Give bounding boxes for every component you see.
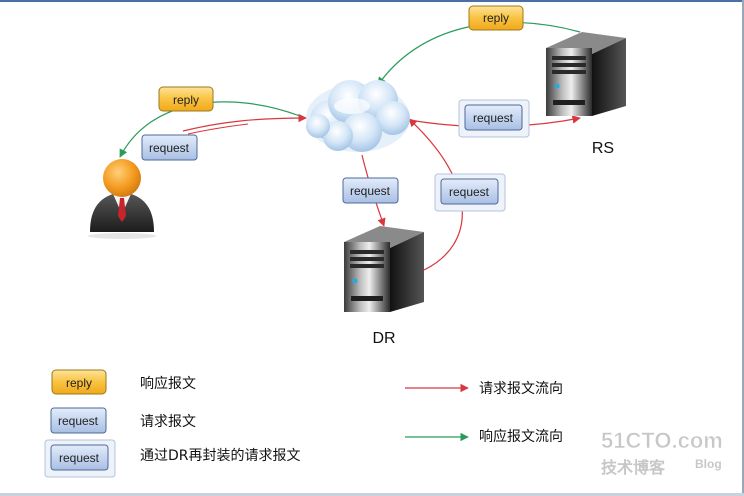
legend-request-flow-label: 请求报文流向 (479, 381, 563, 397)
rs-server-icon (546, 32, 626, 116)
reply-tag-label: reply (173, 93, 199, 107)
watermark-blog: Blog (695, 457, 722, 471)
legend-request-desc: 请求报文 (140, 414, 196, 430)
request-tag-label: request (149, 141, 190, 155)
legend-reply-swatch: reply (51, 369, 107, 395)
request-tag-left: request (141, 134, 198, 161)
legend-wrapped-tag-label: request (59, 451, 100, 465)
watermark-brand: 51CTO.com (601, 428, 723, 453)
wrapped-request-tag-from-dr: request (434, 173, 506, 212)
reply-tag-top-right: reply (468, 5, 524, 31)
reply-tag-left: reply (158, 86, 214, 112)
legend-reply-tag-label: reply (66, 376, 92, 390)
legend-reply-flow-label: 响应报文流向 (479, 428, 563, 445)
frame-top-border (0, 0, 744, 2)
frame-right-border (742, 0, 744, 496)
client-user-icon (88, 159, 156, 239)
request-tag-label: request (473, 111, 514, 125)
dr-label: DR (372, 330, 395, 347)
rs-label: RS (592, 140, 614, 157)
wrapped-request-tag-to-rs: request (458, 99, 530, 138)
legend-wrapped-swatch: request (44, 439, 116, 478)
legend-request-tag-label: request (58, 414, 99, 428)
request-arrow-user-to-cloud (182, 113, 307, 135)
network-cloud-icon (306, 80, 410, 152)
legend-reply-desc: 响应报文 (140, 375, 196, 392)
reply-arrow-rs-to-cloud (377, 21, 581, 86)
reply-tag-label: reply (483, 11, 509, 25)
watermark-sub: 技术博客 (601, 458, 666, 477)
legend: reply 响应报文 request 请求报文 request 通过DR再封装的… (44, 369, 563, 478)
watermark-51cto: 51CTO.com 技术博客 Blog (601, 428, 723, 477)
request-tag-label: request (449, 185, 490, 199)
legend-wrapped-desc: 通过DR再封装的请求报文 (140, 448, 301, 464)
request-tag-to-dr: request (342, 177, 399, 204)
legend-request-swatch: request (50, 407, 107, 434)
dr-server-icon (344, 226, 424, 312)
frame-bottom-border (0, 493, 744, 496)
request-tag-label: request (350, 184, 391, 198)
